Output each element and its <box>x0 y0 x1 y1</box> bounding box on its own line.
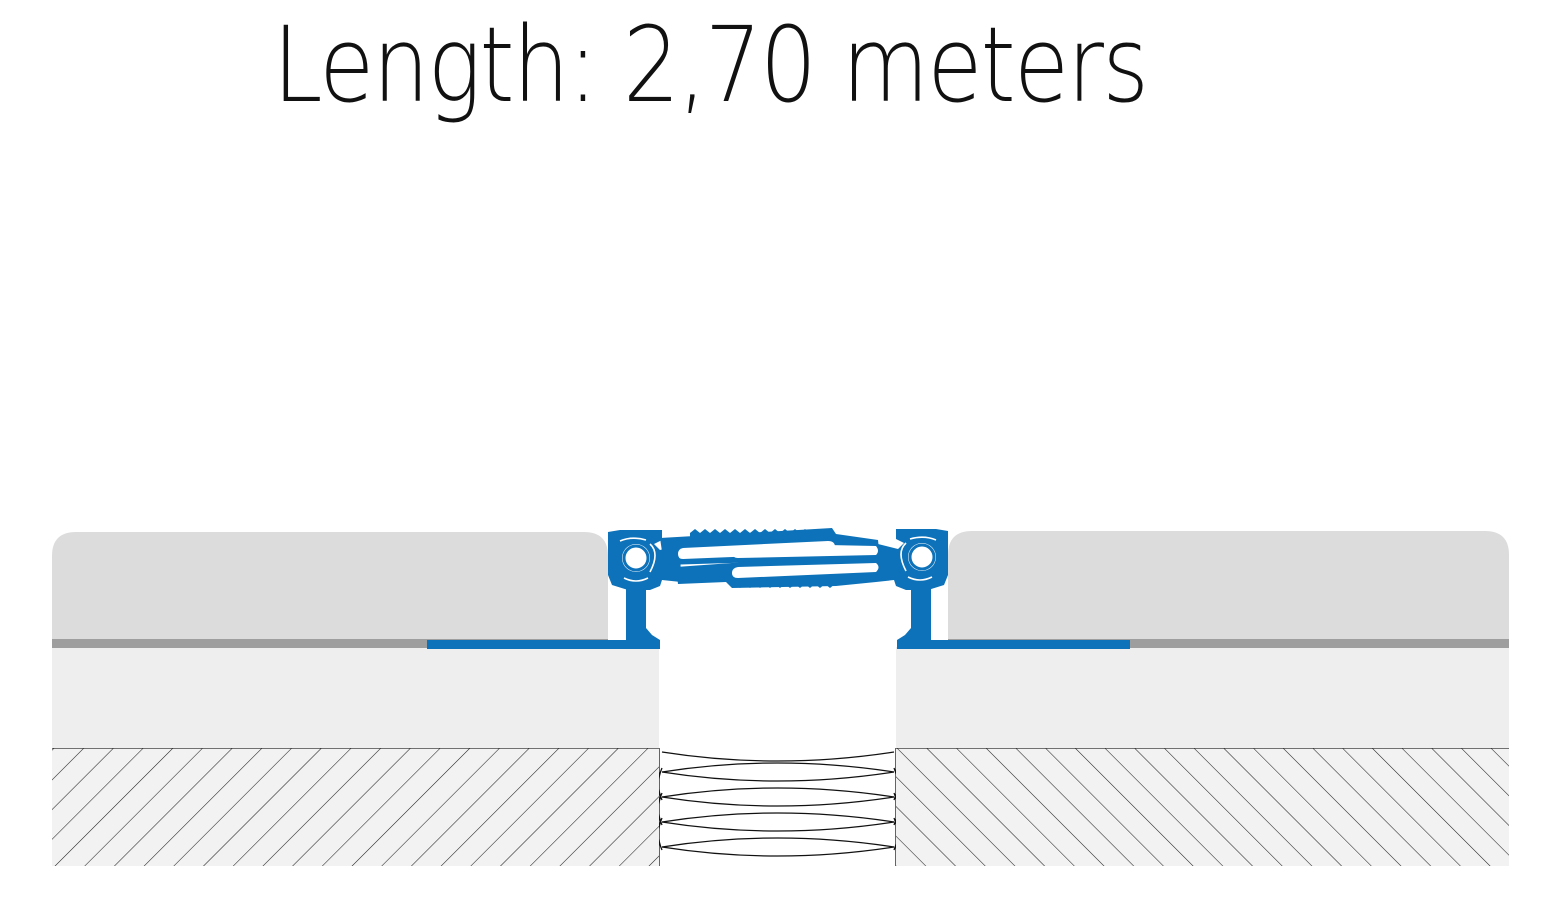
profile-edge-highlights <box>619 536 937 582</box>
profile-slots <box>622 541 936 578</box>
joint-filler <box>659 748 896 866</box>
tile-left <box>52 532 608 639</box>
adhesive-layer-right <box>948 639 1509 648</box>
profile-socket-outlines <box>622 543 936 572</box>
screed-right <box>896 647 1509 748</box>
substrate-right <box>896 747 1509 866</box>
substrate-left <box>52 747 659 866</box>
tile-right <box>948 531 1509 639</box>
screed-left <box>52 647 659 748</box>
length-title: Length: 2,70 meters <box>272 4 1149 126</box>
adhesive-layer-left <box>52 639 608 648</box>
